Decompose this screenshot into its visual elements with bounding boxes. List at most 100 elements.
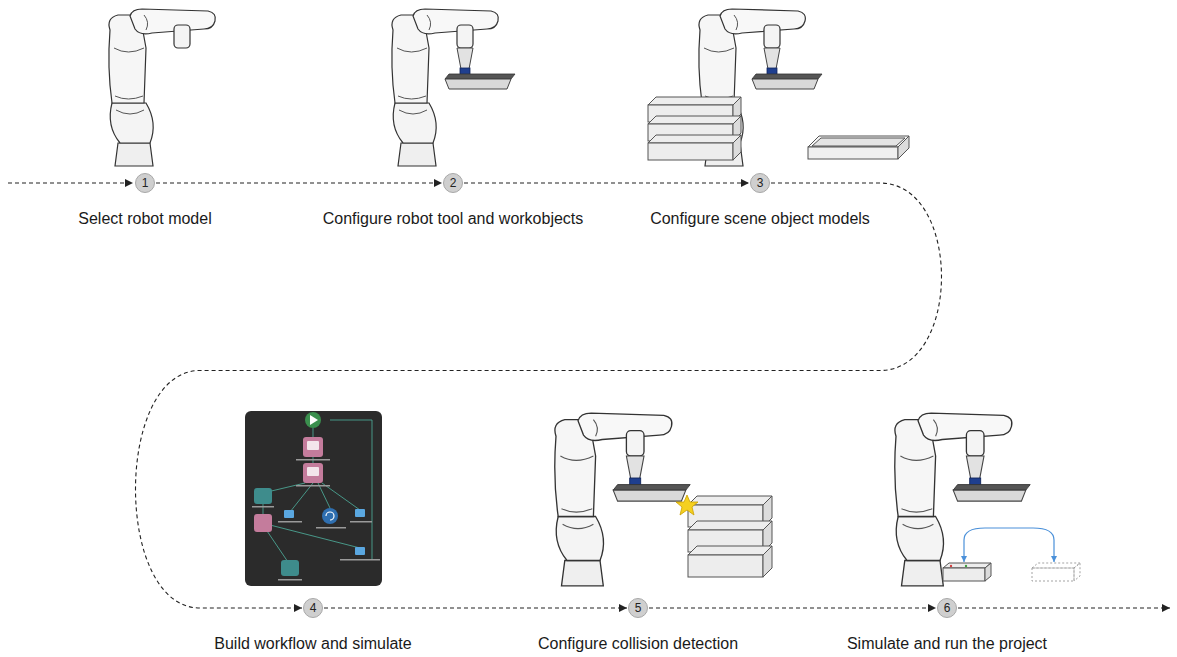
workflow-panel [316, 527, 346, 529]
box-stack [648, 97, 741, 160]
process-step: 2Configure robot tool and workobjects [323, 173, 584, 228]
flow-connector [324, 607, 627, 608]
workflow-panel [310, 415, 318, 425]
flow-line [8, 182, 133, 183]
box-stack [648, 116, 741, 124]
workflow-panel [254, 514, 272, 532]
robot-arm-with-tool [392, 9, 515, 166]
workflow-panel [254, 488, 272, 504]
robot-arm [109, 9, 215, 166]
workflow-panel [284, 510, 294, 518]
step-number: 5 [628, 598, 648, 618]
robot-arm-with-tool [895, 413, 1030, 586]
collision-star [676, 495, 698, 515]
tray [808, 147, 898, 159]
step-label: Select robot model [78, 210, 211, 228]
step-label: Configure collision detection [538, 635, 738, 653]
workflow-panel [355, 547, 365, 555]
step-label: Configure robot tool and workobjects [323, 210, 584, 228]
tray [898, 136, 909, 159]
box-stack [688, 496, 772, 577]
workflow-panel [278, 579, 302, 581]
workflow-panel [252, 459, 380, 581]
workflow-panel [313, 428, 314, 437]
workflow-panel [278, 521, 302, 523]
workflow-panel [330, 420, 372, 560]
process-step: 5Configure collision detection [538, 598, 738, 653]
flow-connector [464, 182, 749, 183]
workflow-panel [355, 509, 365, 517]
box-stack [648, 143, 733, 160]
workflow-panel [263, 503, 264, 514]
robot-arm-with-tool [953, 456, 1030, 501]
target-outline [1032, 563, 1080, 568]
step-label: Simulate and run the project [847, 635, 1047, 653]
workflow-panel [245, 411, 382, 586]
flow-line [958, 607, 1170, 608]
robot-arm-with-tool [613, 456, 690, 501]
workflow-panel [245, 411, 382, 586]
workflow-panel [265, 528, 290, 565]
tray [812, 138, 905, 146]
workflow-panel [290, 483, 313, 512]
workflow-panel [322, 483, 360, 510]
workflow-panel [350, 521, 372, 523]
box-stack [688, 521, 772, 530]
box-stack [763, 546, 772, 577]
workpiece [943, 563, 991, 568]
workpiece [943, 563, 991, 581]
robot-arm [109, 9, 215, 166]
workpiece [985, 563, 991, 581]
process-step: 6Simulate and run the project [847, 598, 1047, 653]
workflow-panel [305, 412, 321, 428]
target-outline [1074, 563, 1080, 581]
step-number: 3 [750, 173, 770, 193]
workflow-panel [340, 559, 380, 561]
tray [808, 136, 909, 159]
workflow-panel [303, 463, 323, 483]
motion-path [964, 528, 1054, 562]
workflow-panel [281, 560, 299, 576]
tray [808, 136, 909, 147]
workflow-panel [263, 420, 372, 565]
motion-path [963, 540, 964, 562]
flow-connector [156, 182, 442, 183]
workpiece [943, 568, 985, 581]
workflow-panel [252, 506, 274, 508]
flow-connector [136, 183, 942, 608]
workpiece [950, 565, 952, 567]
workflow-panel [303, 437, 323, 457]
target-outline [1032, 568, 1074, 581]
box-stack [648, 97, 741, 105]
workflow-panel [318, 483, 330, 508]
box-stack [688, 546, 772, 555]
workflow-panel [307, 467, 319, 476]
workflow-panel [322, 508, 338, 524]
step-number: 2 [443, 173, 463, 193]
step-number: 1 [135, 173, 155, 193]
box-stack [688, 555, 763, 577]
step-label: Build workflow and simulate [214, 635, 411, 653]
step-number: 4 [303, 598, 323, 618]
box-stack [648, 135, 741, 143]
step-number: 6 [937, 598, 957, 618]
process-step: 4Build workflow and simulate [214, 598, 411, 653]
target-outline [1032, 563, 1080, 581]
process-step: 3Configure scene object models [650, 173, 870, 228]
flow-connector [649, 607, 936, 608]
robot-arm-with-tool [752, 48, 822, 89]
robot-arm-with-tool [555, 413, 690, 586]
step-label: Configure scene object models [650, 210, 870, 228]
box-stack [688, 496, 772, 505]
process-step: 1Select robot model [78, 173, 211, 228]
workflow-panel [307, 441, 319, 450]
workpiece [965, 565, 967, 567]
workflow-panel [296, 485, 330, 487]
robot-arm-with-tool [445, 48, 515, 89]
workflow-panel [296, 459, 330, 461]
box-stack [733, 135, 741, 160]
workflow-panel [270, 525, 360, 548]
